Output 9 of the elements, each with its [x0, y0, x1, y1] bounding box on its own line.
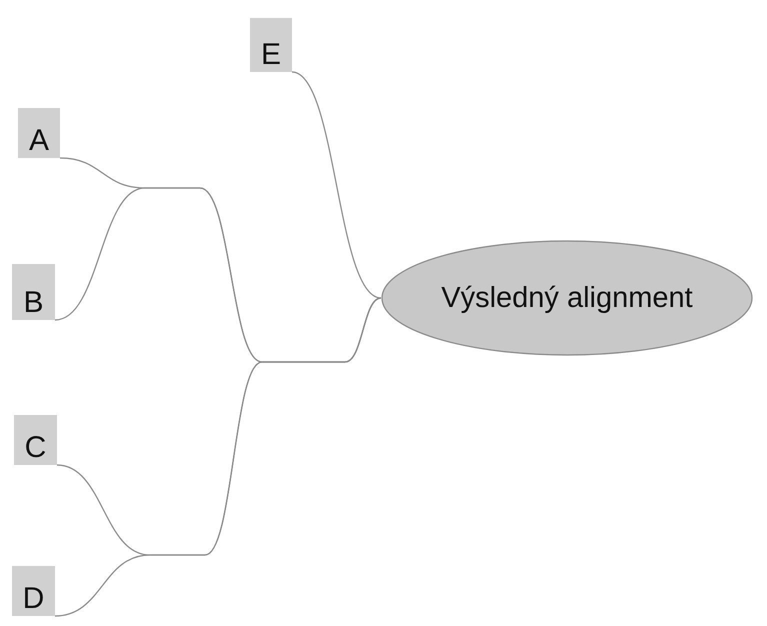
sequence-label: E — [250, 18, 292, 72]
sequence-label: A — [18, 108, 60, 158]
sequence-label: C — [14, 415, 57, 465]
tree-branch — [292, 71, 382, 299]
sequence-label: B — [12, 264, 55, 320]
result-ellipse — [381, 240, 753, 356]
tree-branch — [54, 297, 382, 617]
sequence-label: D — [12, 566, 55, 616]
result-text: Výsledný alignment — [441, 282, 693, 314]
